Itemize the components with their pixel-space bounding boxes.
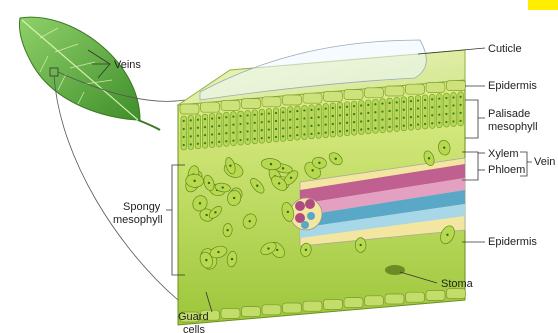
leaf-icon	[19, 17, 160, 130]
label-epidermis-top: Epidermis	[488, 80, 537, 92]
label-spongy-line2: mesophyll	[113, 214, 163, 226]
stoma-opening	[385, 265, 405, 275]
label-guard-line1: Guard	[178, 311, 209, 323]
label-vein: Vein	[534, 156, 555, 168]
label-xylem: Xylem	[488, 148, 519, 160]
label-stoma: Stoma	[441, 278, 473, 290]
label-epidermis-bottom: Epidermis	[488, 236, 537, 248]
label-palisade-line1: Palisade	[488, 108, 530, 120]
label-cuticle: Cuticle	[488, 43, 522, 55]
label-palisade-line2: mesophyll	[488, 121, 538, 133]
label-spongy-line1: Spongy	[123, 201, 160, 213]
label-veins: Veins	[114, 59, 141, 71]
leaf-block	[178, 40, 466, 325]
label-guard-line2: cells	[183, 324, 205, 333]
label-phloem: Phloem	[488, 164, 525, 176]
